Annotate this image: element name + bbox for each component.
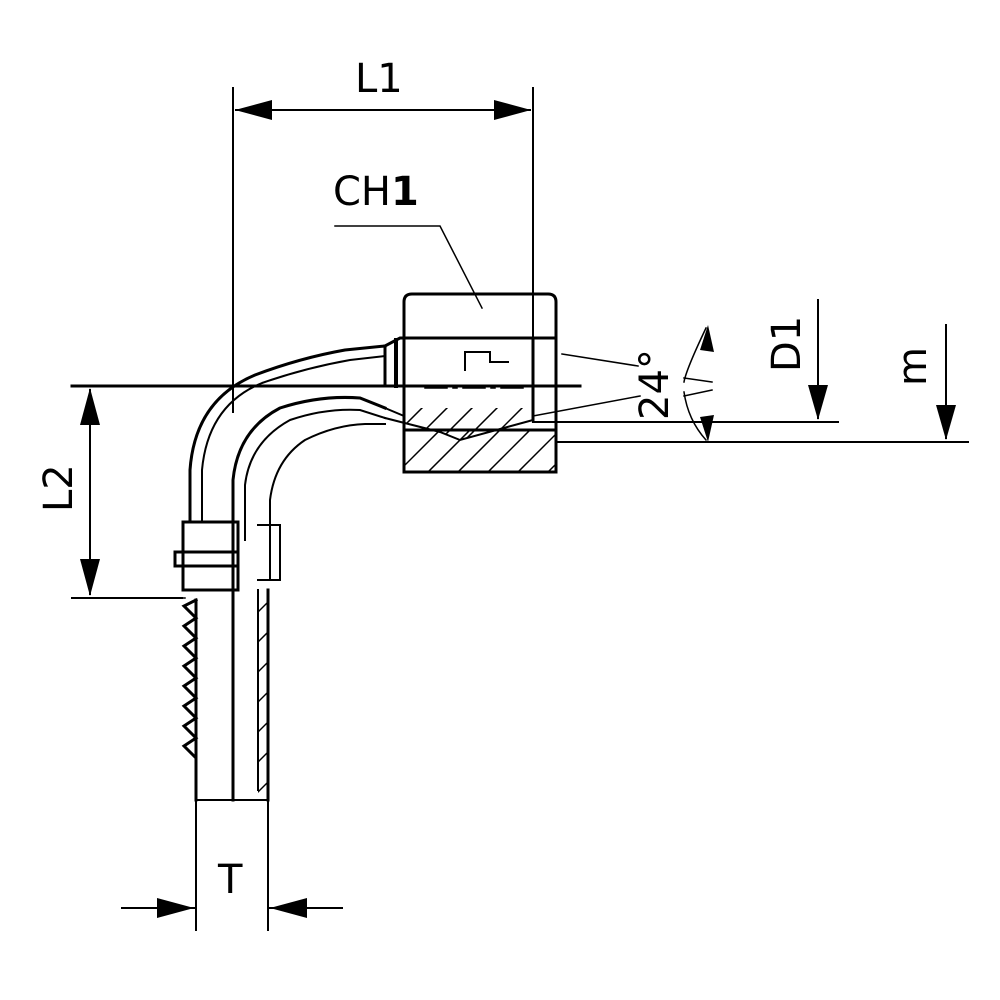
ch1-label: CH1 (333, 169, 419, 215)
angle-degree-symbol: ° (632, 349, 678, 369)
tube-inner-bend (231, 395, 387, 802)
ferrule-collar (173, 520, 281, 592)
t-label: T (217, 857, 243, 903)
tube-step-top (382, 336, 406, 349)
nut-symbol (464, 351, 509, 371)
l1-arrow-left (235, 100, 272, 120)
collar-right-section (257, 524, 281, 581)
cone-seat-line (383, 416, 535, 442)
dimension-m: m (555, 324, 969, 443)
ch1-leader-line (334, 225, 484, 310)
l2-arrow-bottom (80, 559, 100, 596)
dimension-t: T (121, 789, 343, 931)
angle-arc-bottom (683, 391, 708, 442)
ch1-label-prefix: CH (333, 169, 391, 215)
elbow-tube (188, 336, 406, 802)
callout-ch1: CH1 (333, 169, 484, 310)
l2-label: L2 (36, 464, 82, 512)
angle-leader-bottom (532, 395, 641, 417)
angle-callout: 24° (532, 325, 714, 442)
angle-arc-top (683, 327, 707, 383)
l1-arrow-right (494, 100, 531, 120)
d1-arrow (808, 385, 828, 420)
collar-outline (181, 520, 240, 592)
hose-tail (181, 588, 270, 802)
nut-outline (402, 292, 558, 474)
hex-nut (402, 292, 558, 474)
dimension-l1: L1 (232, 56, 534, 413)
tube-step-bottom (383, 406, 405, 431)
tube-bore-line (244, 408, 387, 541)
l1-label: L1 (355, 56, 403, 102)
tube-inner-wall (269, 423, 386, 581)
dimension-l2: L2 (36, 388, 100, 596)
t-arrow-right (270, 898, 307, 918)
d1-label: D1 (764, 316, 810, 372)
angle-label: 24° (632, 349, 678, 420)
m-arrow (936, 405, 956, 440)
angle-value: 24 (632, 369, 678, 420)
dimension-d1: D1 (532, 299, 839, 423)
tail-serrations (181, 597, 199, 802)
angle-arrow-bottom (700, 415, 714, 442)
ch1-label-suffix: 1 (391, 169, 419, 215)
l2-arrow-top (80, 388, 100, 425)
tube-outer-bend (188, 344, 387, 522)
angle-ray-bottom (683, 389, 713, 397)
angle-ray-top (683, 377, 713, 383)
m-label: m (890, 347, 936, 386)
tube-outer-bend-inner (201, 354, 387, 521)
t-arrow-left (157, 898, 194, 918)
angle-leader-top (561, 353, 639, 367)
angle-arrow-top (700, 325, 714, 352)
